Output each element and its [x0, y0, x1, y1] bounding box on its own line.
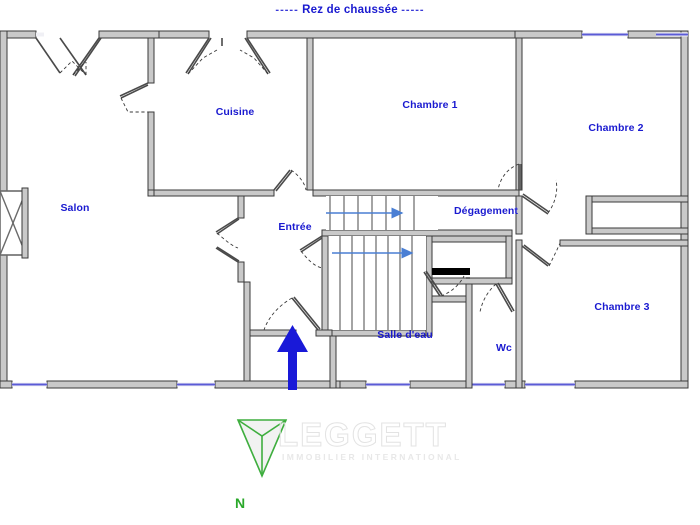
title-dash-left: ----- — [275, 4, 299, 16]
room-label-cuisine: Cuisine — [215, 106, 255, 118]
north-indicator: N — [234, 495, 246, 511]
room-label-degagement: Dégagement — [453, 205, 519, 217]
plan-title-text: Rez de chaussée — [302, 4, 398, 16]
door-degagement-chambre1 — [497, 163, 522, 191]
door-french-salon — [35, 37, 102, 77]
room-label-chambre-1: Chambre 1 — [402, 99, 458, 111]
title-dash-right: ----- — [401, 4, 425, 16]
door-entree-stairs — [299, 235, 323, 269]
staircase-lower — [327, 236, 426, 330]
room-label-chambre-2: Chambre 2 — [588, 122, 644, 134]
room-label-wc: Wc — [496, 342, 512, 354]
room-label-salle-deau: Salle d'eau — [377, 329, 433, 341]
plan-title: ----- Rez de chaussée ----- — [0, 4, 700, 16]
door-french-cuisine — [185, 37, 271, 75]
door-entree-salon-lower — [215, 246, 240, 263]
door-salon-cuisine — [119, 82, 149, 113]
door-degagement-chambre2 — [521, 179, 558, 215]
door-salle-deau — [423, 270, 465, 297]
door-cuisine-entree — [273, 169, 307, 192]
room-label-salon: Salon — [60, 202, 90, 214]
fireplace-symbol — [0, 187, 29, 259]
door-chambre3 — [521, 242, 561, 267]
staircase-upper — [326, 196, 438, 230]
doors — [35, 37, 561, 337]
stair-landing-bar — [432, 268, 470, 275]
entrance-direction-arrow — [277, 325, 308, 390]
windows — [12, 32, 688, 387]
room-label-chambre-3: Chambre 3 — [594, 301, 650, 313]
door-entree-salon-upper — [215, 217, 240, 249]
door-wc — [479, 282, 515, 313]
room-label-entree: Entrée — [278, 221, 312, 233]
